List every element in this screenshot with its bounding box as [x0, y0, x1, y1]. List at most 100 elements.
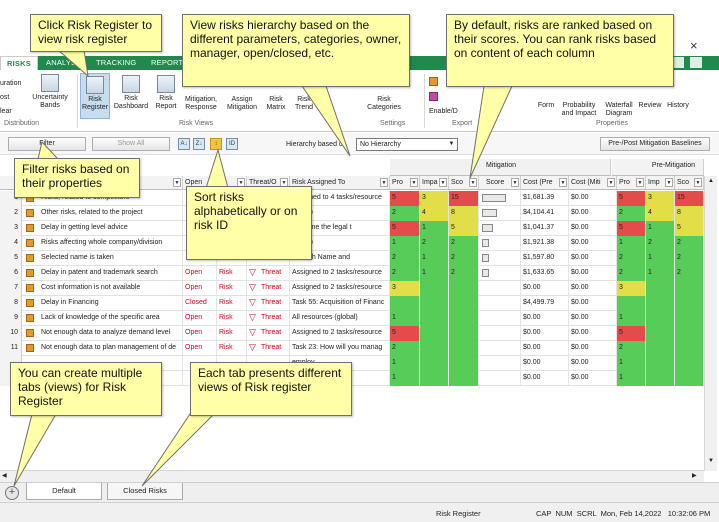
pre-impact-cell[interactable]: 4: [646, 206, 675, 221]
scroll-up-icon[interactable]: ▲: [708, 178, 714, 184]
status-cell[interactable]: Closed: [183, 296, 217, 311]
filter-dropdown-icon[interactable]: ▼: [636, 178, 644, 187]
impact-cell[interactable]: 1: [420, 266, 449, 281]
horizontal-scrollbar[interactable]: ◀ ▶: [0, 470, 704, 482]
pre-score-cell[interactable]: [675, 296, 704, 311]
risk-name-cell[interactable]: Cost information is not available: [22, 281, 183, 296]
risk-type-cell[interactable]: Risk: [217, 296, 247, 311]
assigned-header[interactable]: Risk Assigned To▼: [290, 176, 390, 190]
threat-cell[interactable]: ▽Threat: [247, 326, 290, 341]
impact-cell[interactable]: [420, 311, 449, 326]
assigned-cell[interactable]: All resources (global): [290, 311, 390, 326]
cost-pre-header[interactable]: Cost (Pre▼: [521, 176, 569, 190]
cost-pre-cell[interactable]: $1,633.65: [521, 266, 569, 281]
score-bar-cell[interactable]: [479, 191, 521, 206]
risk-name-cell[interactable]: Selected name is taken: [22, 251, 183, 266]
row-number[interactable]: 6: [0, 266, 22, 281]
pre-probability-cell[interactable]: 5: [617, 326, 646, 341]
pre-impact-header[interactable]: Imp▼: [646, 176, 675, 190]
tab-closed-risks[interactable]: Closed Risks: [107, 483, 183, 500]
score-bar-header[interactable]: Score▼: [479, 176, 521, 190]
probability-impact-button[interactable]: Probability and Impact: [556, 102, 602, 118]
waterfall-diagram-button[interactable]: Waterfall Diagram: [602, 102, 636, 118]
pre-probability-cell[interactable]: 2: [617, 341, 646, 356]
pre-score-cell[interactable]: [675, 281, 704, 296]
sort-by-id-icon[interactable]: ID: [226, 138, 238, 150]
cost-miti-cell[interactable]: $0.00: [569, 221, 617, 236]
pre-impact-cell[interactable]: [646, 311, 675, 326]
score-cell[interactable]: [449, 326, 479, 341]
cost-pre-cell[interactable]: $1,041.37: [521, 221, 569, 236]
cost-miti-cell[interactable]: $0.00: [569, 326, 617, 341]
pre-probability-cell[interactable]: 3: [617, 281, 646, 296]
score-bar-cell[interactable]: [479, 236, 521, 251]
pre-impact-cell[interactable]: 2: [646, 236, 675, 251]
filter-button[interactable]: Filter: [8, 137, 86, 151]
score-bar-cell[interactable]: [479, 371, 521, 386]
cost-miti-cell[interactable]: $0.00: [569, 266, 617, 281]
cost-pre-cell[interactable]: $0.00: [521, 356, 569, 371]
show-all-button[interactable]: Show All: [92, 137, 170, 151]
tab-report[interactable]: REPORT: [151, 58, 184, 67]
risk-name-cell[interactable]: [22, 356, 183, 371]
tab-default[interactable]: Default: [26, 483, 102, 500]
pre-score-cell[interactable]: [675, 326, 704, 341]
pre-score-header[interactable]: Sco▼: [675, 176, 704, 190]
pre-probability-cell[interactable]: 5: [617, 191, 646, 206]
pre-impact-cell[interactable]: 1: [646, 251, 675, 266]
risk-name-cell[interactable]: Risks affecting whole company/division: [22, 236, 183, 251]
row-number[interactable]: 8: [0, 296, 22, 311]
assigned-cell[interactable]: Task 23: How will you manag: [290, 341, 390, 356]
score-header[interactable]: Sco▼: [449, 176, 479, 190]
cost-miti-cell[interactable]: $0.00: [569, 191, 617, 206]
filter-dropdown-icon[interactable]: ▼: [380, 178, 388, 187]
cost-pre-cell[interactable]: $1,597.80: [521, 251, 569, 266]
pre-probability-cell[interactable]: 1: [617, 311, 646, 326]
pre-probability-cell[interactable]: [617, 296, 646, 311]
filter-dropdown-icon[interactable]: ▼: [469, 178, 477, 187]
cost-miti-cell[interactable]: $0.00: [569, 311, 617, 326]
cost-pre-cell[interactable]: $4,499.79: [521, 296, 569, 311]
restore-icon[interactable]: [690, 57, 702, 68]
filter-dropdown-icon[interactable]: ▼: [559, 178, 567, 187]
score-cell[interactable]: 2: [449, 236, 479, 251]
row-number[interactable]: 10: [0, 326, 22, 341]
score-bar-cell[interactable]: [479, 221, 521, 236]
assigned-cell[interactable]: Assigned to 2 tasks/resource: [290, 281, 390, 296]
score-cell[interactable]: [449, 296, 479, 311]
threat-cell[interactable]: ▽Threat: [247, 296, 290, 311]
pre-impact-cell[interactable]: [646, 371, 675, 386]
tab-analysis[interactable]: ANALYSIS: [46, 58, 84, 67]
filter-dropdown-icon[interactable]: ▼: [439, 178, 447, 187]
cost-pre-cell[interactable]: $4,104.41: [521, 206, 569, 221]
cost-miti-cell[interactable]: $0.00: [569, 296, 617, 311]
pre-score-cell[interactable]: 2: [675, 236, 704, 251]
pre-impact-cell[interactable]: [646, 356, 675, 371]
assigned-cell[interactable]: [290, 371, 390, 386]
threat-cell[interactable]: ▽Threat: [247, 266, 290, 281]
score-bar-cell[interactable]: [479, 311, 521, 326]
duration-item[interactable]: uration: [0, 80, 22, 87]
impact-cell[interactable]: [420, 371, 449, 386]
probability-cell[interactable]: 1: [390, 236, 420, 251]
pre-probability-header[interactable]: Pro▼: [617, 176, 646, 190]
risk-name-cell[interactable]: Delay in patent and trademark search: [22, 266, 183, 281]
cost-pre-cell[interactable]: $0.00: [521, 371, 569, 386]
cost-pre-cell[interactable]: $0.00: [521, 341, 569, 356]
pre-score-cell[interactable]: 8: [675, 206, 704, 221]
add-tab-icon[interactable]: +: [5, 486, 19, 500]
assigned-cell[interactable]: Assigned to 2 tasks/resource: [290, 326, 390, 341]
scroll-down-icon[interactable]: ▼: [708, 458, 714, 464]
row-number[interactable]: 11: [0, 341, 22, 356]
cost-pre-cell[interactable]: $0.00: [521, 281, 569, 296]
filter-dropdown-icon[interactable]: ▼: [410, 178, 418, 187]
impact-cell[interactable]: [420, 326, 449, 341]
risk-type-cell[interactable]: Risk: [217, 311, 247, 326]
